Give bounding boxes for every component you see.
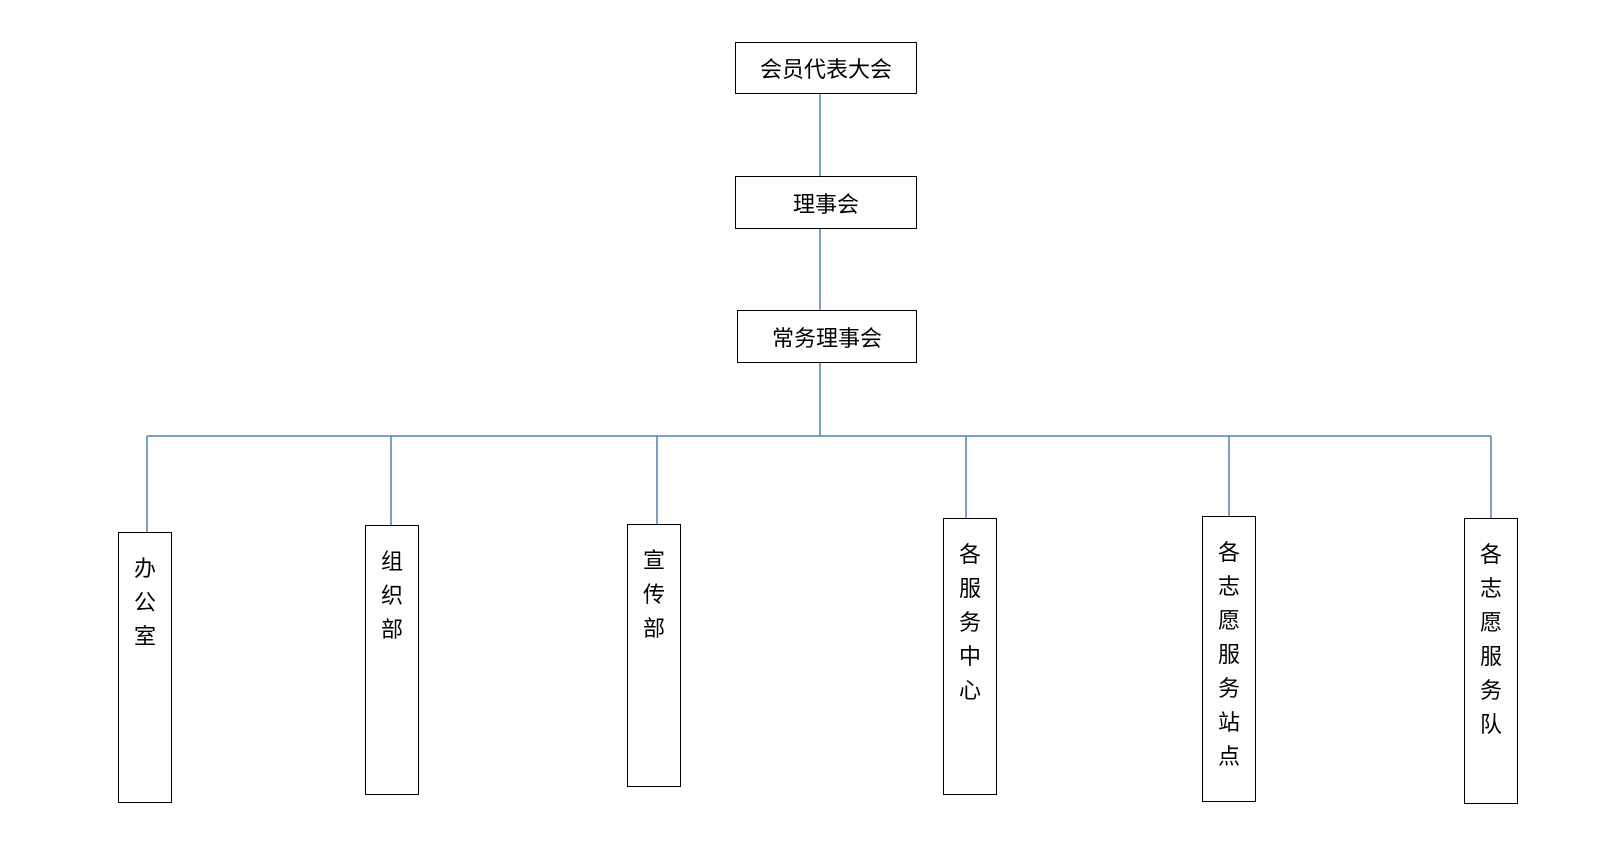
dept-publicity: 宣传部 [627, 524, 681, 787]
dept-publicity-label: 宣传部 [642, 549, 665, 642]
dept-volunteer-stations-label: 各志愿服务站点 [1217, 541, 1240, 770]
node-council-label: 理事会 [792, 192, 859, 218]
node-council: 理事会 [735, 176, 917, 229]
dept-service-centers-label: 各服务中心 [958, 543, 981, 704]
node-members-assembly-label: 会员代表大会 [759, 58, 892, 83]
dept-office-label: 办公室 [133, 557, 156, 650]
dept-organization: 组织部 [365, 525, 419, 795]
dept-volunteer-teams: 各志愿服务队 [1464, 518, 1518, 804]
node-members-assembly: 会员代表大会 [735, 42, 917, 94]
dept-volunteer-stations: 各志愿服务站点 [1202, 516, 1256, 802]
dept-service-centers: 各服务中心 [943, 518, 997, 795]
node-standing-council: 常务理事会 [737, 310, 917, 363]
dept-volunteer-teams-label: 各志愿服务队 [1479, 543, 1502, 738]
node-standing-council-label: 常务理事会 [771, 326, 882, 352]
dept-organization-label: 组织部 [380, 550, 403, 643]
dept-office: 办公室 [118, 532, 172, 803]
